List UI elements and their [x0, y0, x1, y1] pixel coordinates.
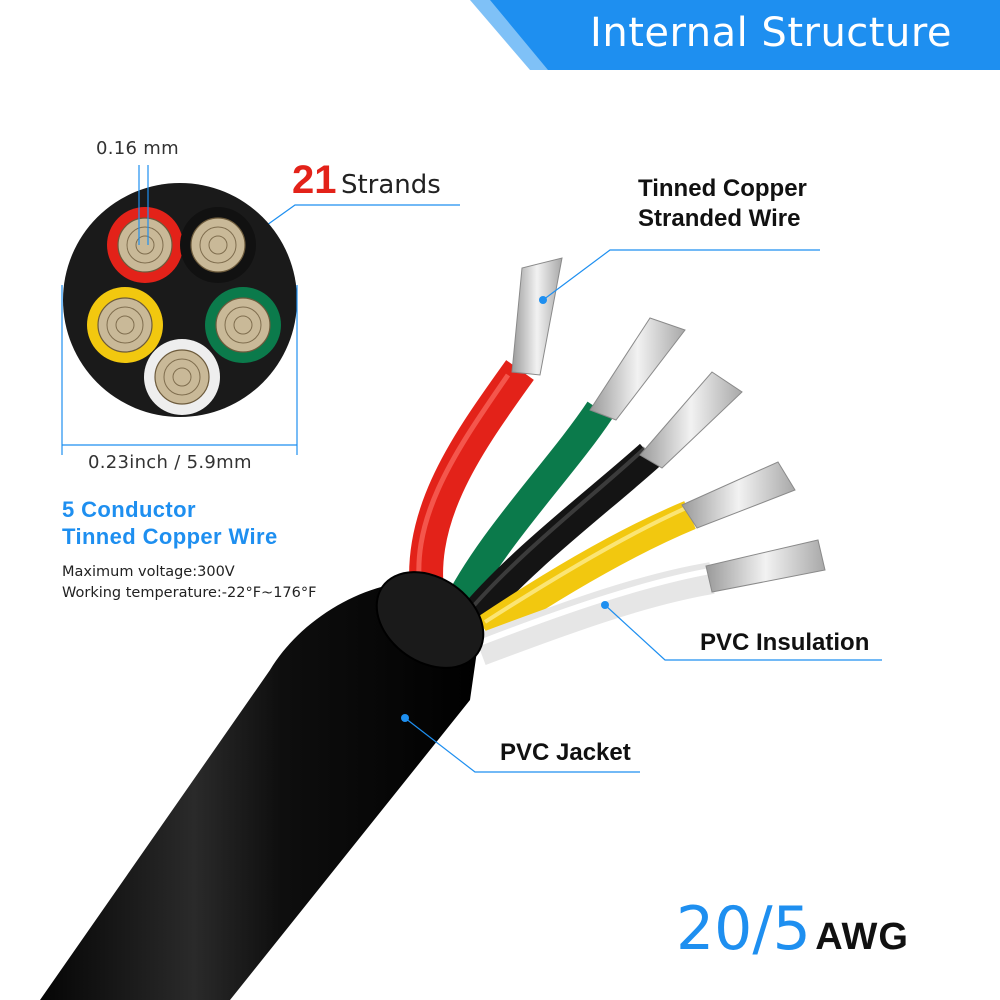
wire-white: [474, 562, 715, 665]
product-title: 5 Conductor Tinned Copper Wire: [62, 497, 278, 549]
pvc-jacket: [40, 571, 485, 1000]
callout-pvc-insulation: PVC Insulation: [700, 629, 870, 656]
wire-green: [441, 401, 613, 619]
dimension-lines: [61, 165, 298, 455]
strand-count: 21: [292, 158, 337, 202]
product-specs: Maximum voltage:300V Working temperature…: [62, 562, 316, 604]
wire-yellow: [476, 501, 696, 643]
working-temperature: Working temperature:-22°F~176°F: [62, 585, 317, 601]
strand-diameter-label: 0.16 mm: [96, 138, 179, 159]
awg-unit: AWG: [815, 916, 909, 958]
awg-number: 20/5: [676, 894, 811, 964]
strand-ends: [511, 257, 826, 593]
strand-count-label: 21 Strands: [292, 158, 441, 203]
wire-black: [458, 443, 661, 630]
awg-rating: 20/5 AWG: [676, 894, 909, 964]
strand-word: Strands: [340, 170, 441, 200]
callout-pvc-jacket: PVC Jacket: [500, 739, 631, 766]
cable-diameter-label: 0.23inch / 5.9mm: [88, 452, 252, 473]
callout-tinned-copper: Tinned Copper Stranded Wire: [638, 175, 807, 232]
page-title: Internal Structure: [590, 10, 952, 56]
cross-section: [63, 183, 297, 417]
header-banner: [470, 0, 1000, 70]
max-voltage: Maximum voltage:300V: [62, 564, 235, 580]
